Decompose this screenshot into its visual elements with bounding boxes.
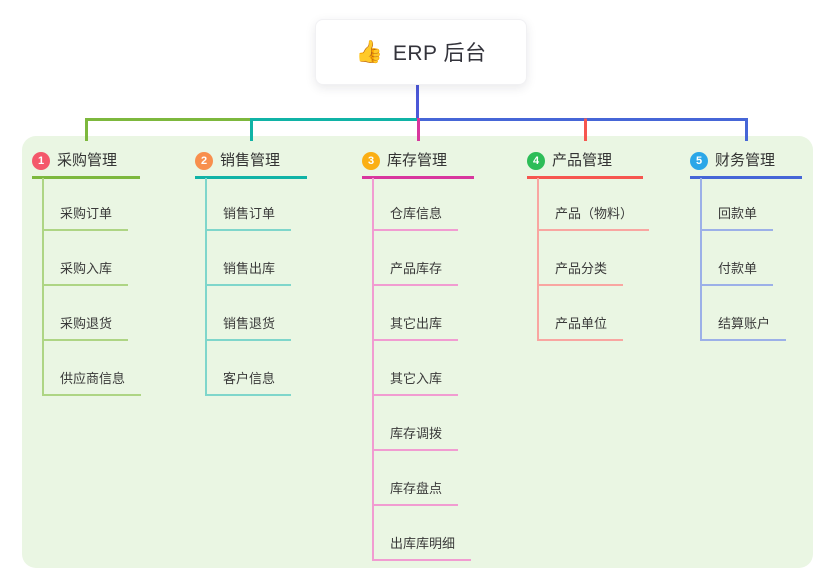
child-node-label: 付款单 <box>700 259 774 286</box>
child-node[interactable]: 销售出库 <box>205 259 292 286</box>
child-node[interactable]: 销售退货 <box>205 314 292 341</box>
branch-node-5[interactable]: 5 财务管理 <box>690 149 802 179</box>
child-node-label: 出库库明细 <box>372 534 472 561</box>
branches-panel <box>22 136 813 568</box>
root-title: ERP 后台 <box>392 42 487 65</box>
branch-number-badge: 1 <box>32 152 50 170</box>
child-node-label: 销售退货 <box>205 314 292 341</box>
child-node-label: 其它出库 <box>372 314 459 341</box>
child-node-label: 客户信息 <box>205 369 292 396</box>
child-node-label: 结算账户 <box>700 314 787 341</box>
branch-number-badge: 2 <box>195 152 213 170</box>
child-connector-line <box>372 178 374 561</box>
child-node[interactable]: 库存盘点 <box>372 479 459 506</box>
child-node[interactable]: 其它入库 <box>372 369 459 396</box>
branch-number-badge: 3 <box>362 152 380 170</box>
child-node-label: 采购退货 <box>42 314 129 341</box>
branch-label: 财务管理 <box>715 152 776 169</box>
child-node[interactable]: 库存调拨 <box>372 424 459 451</box>
child-node-label: 回款单 <box>700 204 774 231</box>
child-node-label: 销售订单 <box>205 204 292 231</box>
child-node[interactable]: 结算账户 <box>700 314 787 341</box>
child-node[interactable]: 产品分类 <box>537 259 624 286</box>
branch-node-1[interactable]: 1 采购管理 <box>32 149 140 179</box>
child-node[interactable]: 采购退货 <box>42 314 129 341</box>
child-node[interactable]: 销售订单 <box>205 204 292 231</box>
branch-node-3[interactable]: 3 库存管理 <box>362 149 474 179</box>
child-node-label: 库存盘点 <box>372 479 459 506</box>
root-node[interactable]: 👍 ERP 后台 <box>315 19 527 85</box>
branch-node-2[interactable]: 2 销售管理 <box>195 149 307 179</box>
child-node-label: 其它入库 <box>372 369 459 396</box>
branch-label: 产品管理 <box>552 152 613 169</box>
child-node-label: 供应商信息 <box>42 369 142 396</box>
child-node-label: 产品（物料） <box>537 204 650 231</box>
child-node[interactable]: 采购入库 <box>42 259 129 286</box>
child-node[interactable]: 产品库存 <box>372 259 459 286</box>
child-node[interactable]: 仓库信息 <box>372 204 459 231</box>
branch-label: 采购管理 <box>57 152 118 169</box>
thumbs-up-icon: 👍 <box>355 39 383 64</box>
branch-number-badge: 5 <box>690 152 708 170</box>
child-connector-line <box>42 178 44 396</box>
child-node-label: 产品单位 <box>537 314 624 341</box>
child-node[interactable]: 产品单位 <box>537 314 624 341</box>
child-node-label: 采购入库 <box>42 259 129 286</box>
child-node[interactable]: 客户信息 <box>205 369 292 396</box>
branch-label: 销售管理 <box>220 152 281 169</box>
child-node-label: 仓库信息 <box>372 204 459 231</box>
child-node[interactable]: 采购订单 <box>42 204 129 231</box>
child-node[interactable]: 其它出库 <box>372 314 459 341</box>
child-node[interactable]: 供应商信息 <box>42 369 142 396</box>
child-node[interactable]: 产品（物料） <box>537 204 650 231</box>
child-connector-line <box>537 178 539 341</box>
child-node[interactable]: 付款单 <box>700 259 774 286</box>
child-node-label: 采购订单 <box>42 204 129 231</box>
child-connector-line <box>205 178 207 396</box>
child-node[interactable]: 回款单 <box>700 204 774 231</box>
child-node-label: 产品库存 <box>372 259 459 286</box>
branch-node-4[interactable]: 4 产品管理 <box>527 149 643 179</box>
child-node-label: 销售出库 <box>205 259 292 286</box>
child-node-label: 产品分类 <box>537 259 624 286</box>
branch-number-badge: 4 <box>527 152 545 170</box>
child-node[interactable]: 出库库明细 <box>372 534 472 561</box>
child-node-label: 库存调拨 <box>372 424 459 451</box>
branch-label: 库存管理 <box>387 152 448 169</box>
child-connector-line <box>700 178 702 341</box>
